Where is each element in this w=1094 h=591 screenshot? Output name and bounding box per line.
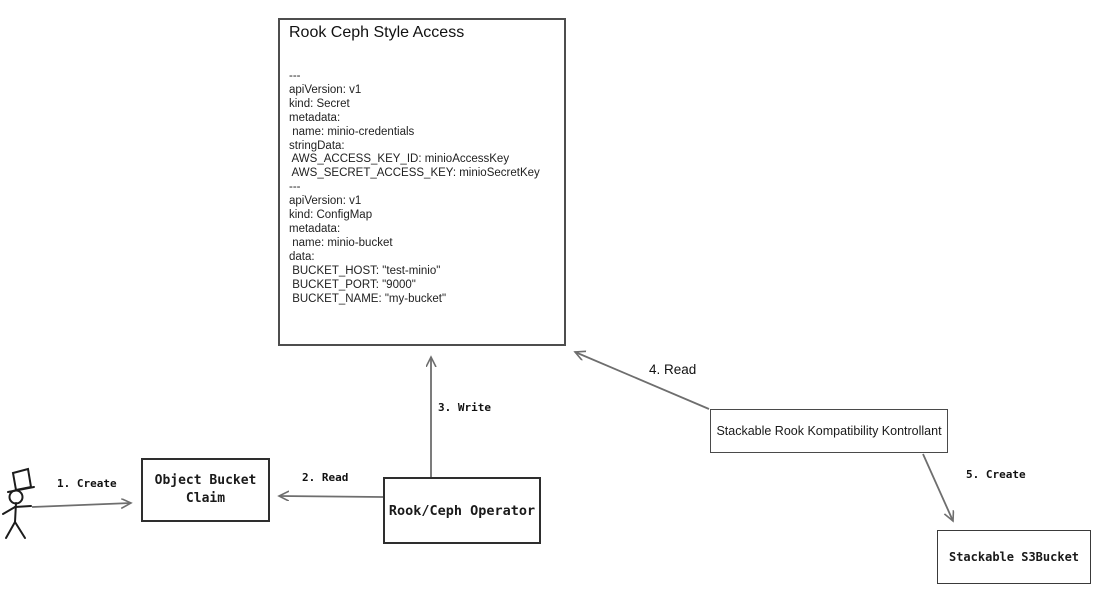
box-stackable-s3bucket: Stackable S3Bucket — [937, 530, 1091, 584]
box-rook-ceph-style-access: Rook Ceph Style Access --- apiVersion: v… — [278, 18, 566, 346]
box-stackable-rook-kompatibility-kontrollant: Stackable Rook Kompatibility Kontrollant — [710, 409, 948, 453]
arrow-4-read — [575, 352, 710, 410]
arrow-label-2-read: 2. Read — [302, 471, 349, 484]
arrow-label-5-create: 5. Create — [966, 468, 1026, 481]
arrow-label-3-write: 3. Write — [438, 401, 491, 414]
box-object-bucket-claim: Object Bucket Claim — [141, 458, 270, 522]
arrow-1-create — [31, 503, 131, 507]
access-box-yaml-content: --- apiVersion: v1 kind: Secret metadata… — [289, 70, 540, 305]
arrow-5-create — [922, 453, 953, 521]
user-actor-figure — [2, 467, 35, 539]
arrow-2-read — [279, 496, 384, 497]
arrow-label-4-read: 4. Read — [649, 362, 697, 377]
access-box-title: Rook Ceph Style Access — [289, 24, 465, 41]
arrow-label-1-create: 1. Create — [57, 477, 117, 490]
box-rook-ceph-operator: Rook/Ceph Operator — [383, 477, 541, 544]
